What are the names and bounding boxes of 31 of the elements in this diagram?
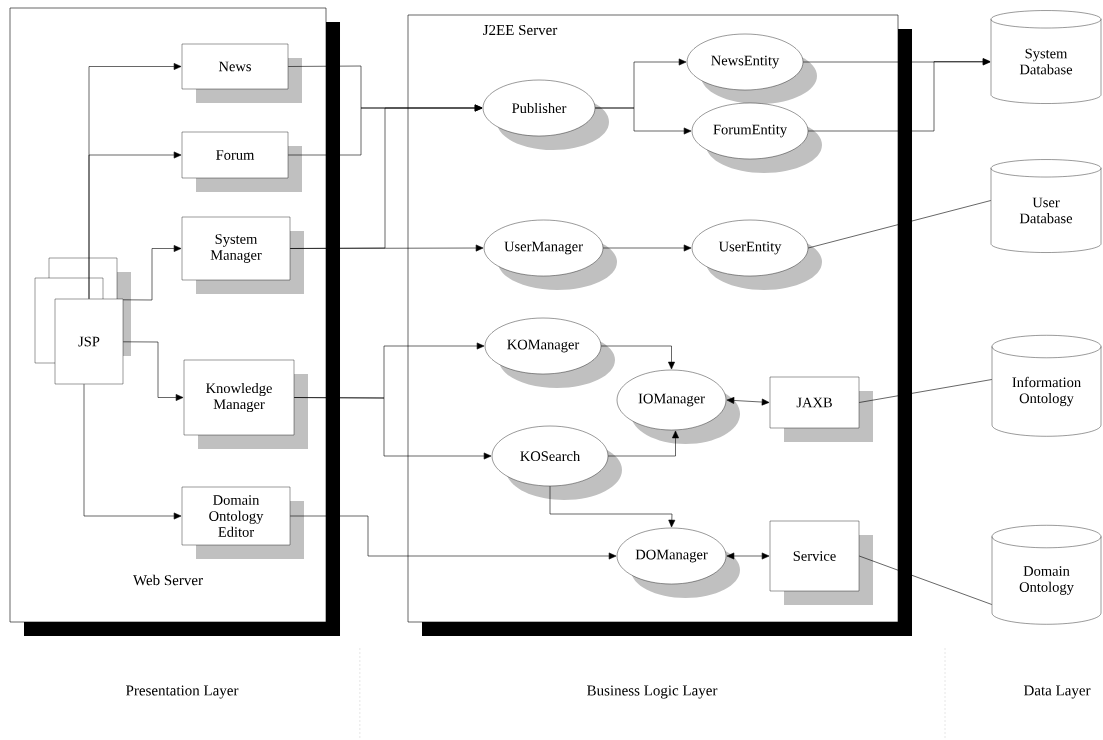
- arrow: [594, 107, 692, 135]
- arrow: [83, 383, 182, 520]
- arrow: [602, 244, 692, 252]
- arrow: [802, 58, 991, 66]
- component-box: Domain Ontology Editor: [181, 486, 304, 559]
- arrow: [726, 397, 770, 406]
- database-cylinder: Domain Ontology: [991, 525, 1102, 625]
- page-stack-drawing: JSP: [34, 257, 131, 385]
- arrow: [607, 430, 679, 457]
- database-cylinder: Information Ontology: [991, 335, 1102, 437]
- component-box: Service: [769, 520, 873, 605]
- component-box: Knowledge Manager: [183, 359, 308, 449]
- arrow: [549, 485, 676, 528]
- database-cylinder: User Database: [990, 159, 1102, 253]
- layer-label: Presentation Layer: [126, 685, 239, 699]
- layer-label: Data Layer: [1023, 685, 1091, 699]
- component-box: JAXB: [769, 376, 873, 442]
- component-box: System Manager: [181, 216, 304, 294]
- arrow: [293, 397, 492, 460]
- component-box: Forum: [181, 131, 302, 192]
- arrow: [726, 552, 770, 560]
- arrow: [122, 245, 182, 301]
- arrow: [807, 58, 991, 132]
- layer-label: Business Logic Layer: [587, 685, 718, 699]
- database-cylinder: System Database: [990, 10, 1102, 104]
- arrow: [600, 345, 675, 370]
- component-box: News: [181, 43, 302, 103]
- arrow: [289, 515, 617, 560]
- arrow: [289, 244, 484, 252]
- arrow: [88, 151, 182, 300]
- arrow: [122, 341, 184, 401]
